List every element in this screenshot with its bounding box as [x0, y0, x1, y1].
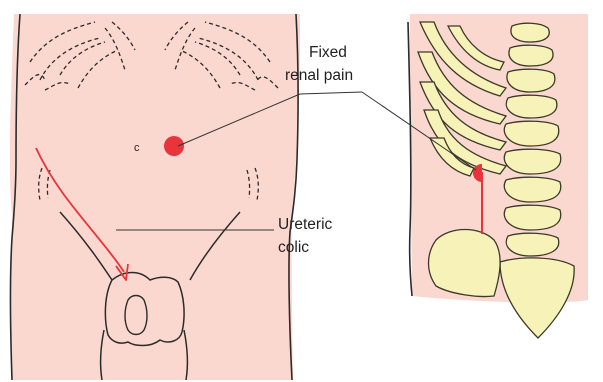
umbilicus-mark: c [134, 142, 140, 154]
label-ureteric-colic-line2: colic [278, 239, 309, 256]
renal-pain-marker-front [164, 136, 184, 156]
label-fixed-renal-pain-line2: renal pain [285, 67, 353, 84]
label-fixed-renal-pain-line1: Fixed [309, 44, 347, 61]
label-ureteric-colic-line1: Ureteric [278, 216, 333, 233]
back-view [408, 14, 588, 338]
pelvis-ilium [429, 230, 501, 297]
front-torso: c [10, 14, 300, 380]
genital-outline [105, 273, 184, 346]
